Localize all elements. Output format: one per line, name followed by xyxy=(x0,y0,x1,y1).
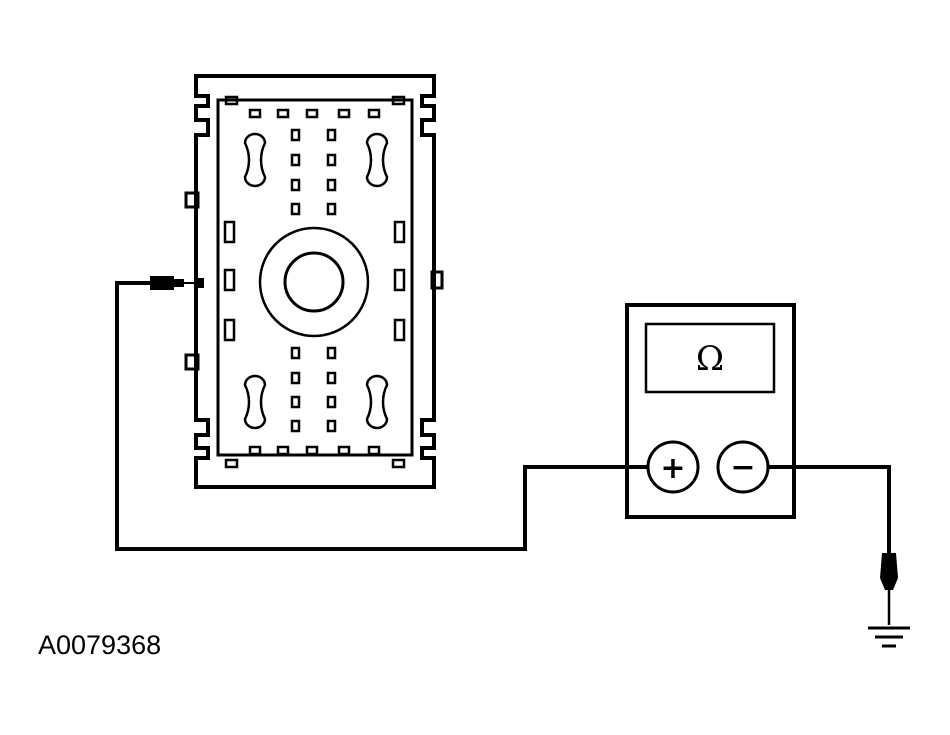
ohm-symbol: Ω xyxy=(696,339,724,379)
side-pins xyxy=(223,220,406,342)
negative-terminal-symbol: − xyxy=(730,450,755,485)
positive-test-lead xyxy=(115,276,648,551)
keyway-slots xyxy=(243,132,389,430)
connector-tab-left-upper xyxy=(184,191,200,209)
bottom-pin-row xyxy=(224,445,406,469)
connector-tab-right-mid xyxy=(430,270,444,290)
negative-lead-wire xyxy=(768,465,891,553)
ohmmeter-body xyxy=(625,303,796,519)
ground-icon xyxy=(868,626,910,648)
backprobe-tip xyxy=(150,276,174,290)
figure-id: A0079368 xyxy=(38,630,162,660)
connector-tab-left-lower xyxy=(184,353,200,371)
top-pin-row xyxy=(224,95,406,119)
positive-terminal-symbol: + xyxy=(660,451,685,486)
upper-center-pins xyxy=(290,128,337,216)
connector-housing xyxy=(194,74,436,489)
lower-center-pins xyxy=(290,346,337,433)
backprobe-contact xyxy=(198,278,204,288)
negative-test-lead xyxy=(768,465,910,648)
backprobe-collar xyxy=(174,279,184,287)
connector-inner-frame xyxy=(216,98,414,457)
ohmmeter: Ω + − xyxy=(625,303,796,519)
positive-lead-wire xyxy=(115,281,648,551)
ohmmeter-display xyxy=(644,322,776,394)
connector xyxy=(184,74,444,489)
center-socket-inner xyxy=(283,251,345,313)
ground-probe xyxy=(880,553,898,590)
center-socket-outer xyxy=(258,226,370,338)
positive-terminal xyxy=(646,440,700,494)
